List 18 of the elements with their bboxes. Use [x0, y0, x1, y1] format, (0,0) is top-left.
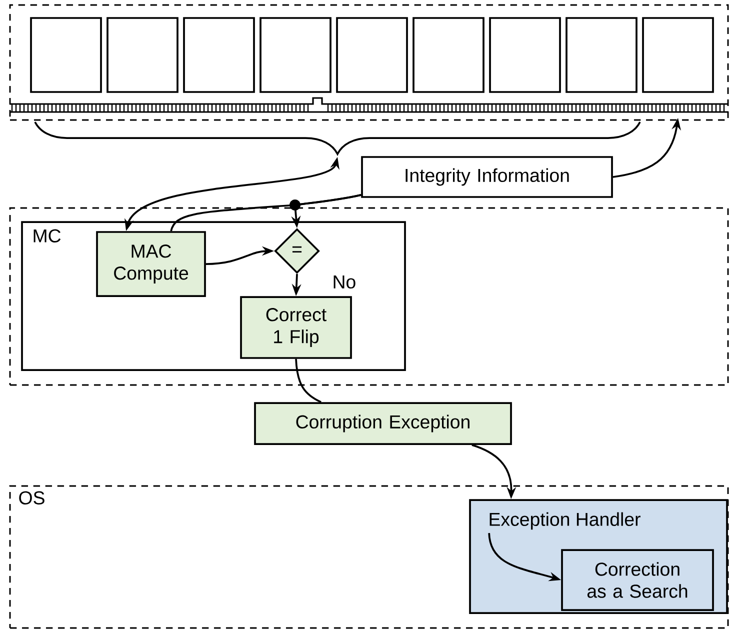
- memory-chip: [412, 17, 484, 93]
- memory-module-region: [9, 4, 729, 121]
- memory-chip: [566, 17, 638, 93]
- memory-chip: [30, 17, 102, 93]
- edge-label: No: [330, 274, 358, 290]
- info-box: Integrity Information: [361, 156, 613, 198]
- brace: [34, 121, 641, 155]
- memory-chip: [336, 17, 408, 93]
- memory-chip: [183, 17, 255, 93]
- process-box: MAC Compute: [96, 231, 206, 297]
- process-box: Correction as a Search: [561, 549, 714, 611]
- memory-chip: [106, 17, 178, 93]
- memory-chip: [260, 17, 332, 93]
- memory-chip: [642, 17, 714, 93]
- exception-box: Corruption Exception: [254, 402, 512, 445]
- process-box: Correct 1 Flip: [240, 296, 352, 359]
- controller-region: [9, 207, 729, 386]
- memory-chip: [489, 17, 561, 93]
